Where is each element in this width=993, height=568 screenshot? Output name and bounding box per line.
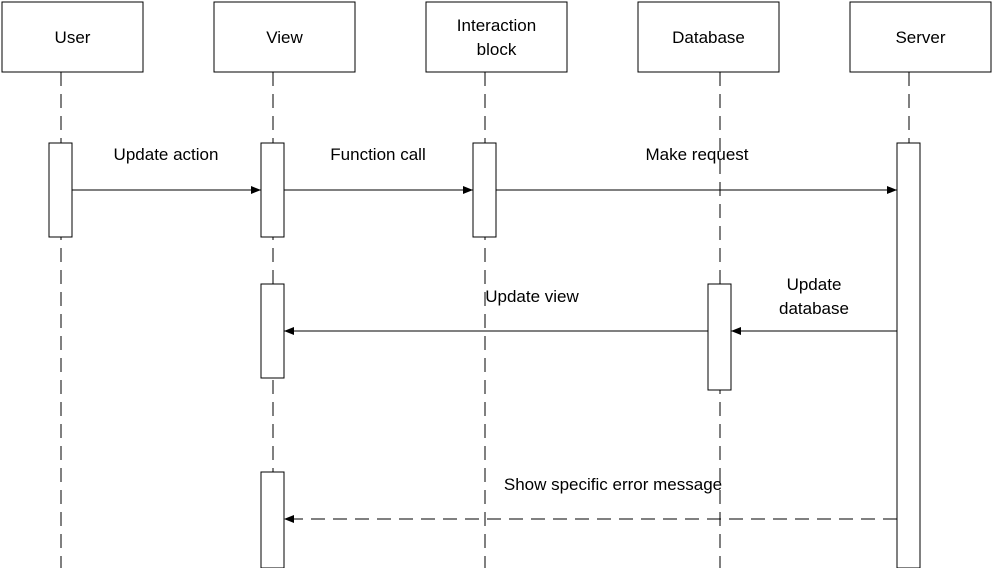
participant-database-label: Database <box>672 28 745 47</box>
message-update-view-label: Update view <box>485 287 579 306</box>
message-function-call: Function call <box>284 145 473 194</box>
participant-interaction-label-line2: block <box>477 40 517 59</box>
message-update-database-label-line1: Update <box>787 275 842 294</box>
message-update-action: Update action <box>72 145 261 194</box>
participant-view: View <box>213 1 356 73</box>
participant-database: Database <box>637 1 780 73</box>
message-update-view: Update view <box>284 287 708 335</box>
activation-interaction-block <box>472 142 497 238</box>
message-show-error: Show specific error message <box>284 475 897 523</box>
participant-view-label: View <box>266 28 303 47</box>
message-show-error-label: Show specific error message <box>504 475 722 494</box>
participant-server-label: Server <box>895 28 945 47</box>
activation-server <box>896 142 921 568</box>
participant-user-label: User <box>55 28 91 47</box>
message-update-database: Update database <box>731 275 897 335</box>
message-make-request: Make request <box>496 145 897 194</box>
participant-server: Server <box>849 1 992 73</box>
message-make-request-label: Make request <box>646 145 749 164</box>
activation-user <box>48 142 73 238</box>
message-update-action-label: Update action <box>114 145 219 164</box>
message-update-database-label-line2: database <box>779 299 849 318</box>
activation-database <box>707 283 732 391</box>
activation-view-1 <box>260 142 285 238</box>
activation-view-2 <box>260 283 285 379</box>
activation-view-3 <box>260 471 285 568</box>
participant-user: User <box>1 1 144 73</box>
participant-interaction-block: Interaction block <box>425 1 568 73</box>
participant-interaction-label-line1: Interaction <box>457 16 536 35</box>
message-function-call-label: Function call <box>330 145 425 164</box>
